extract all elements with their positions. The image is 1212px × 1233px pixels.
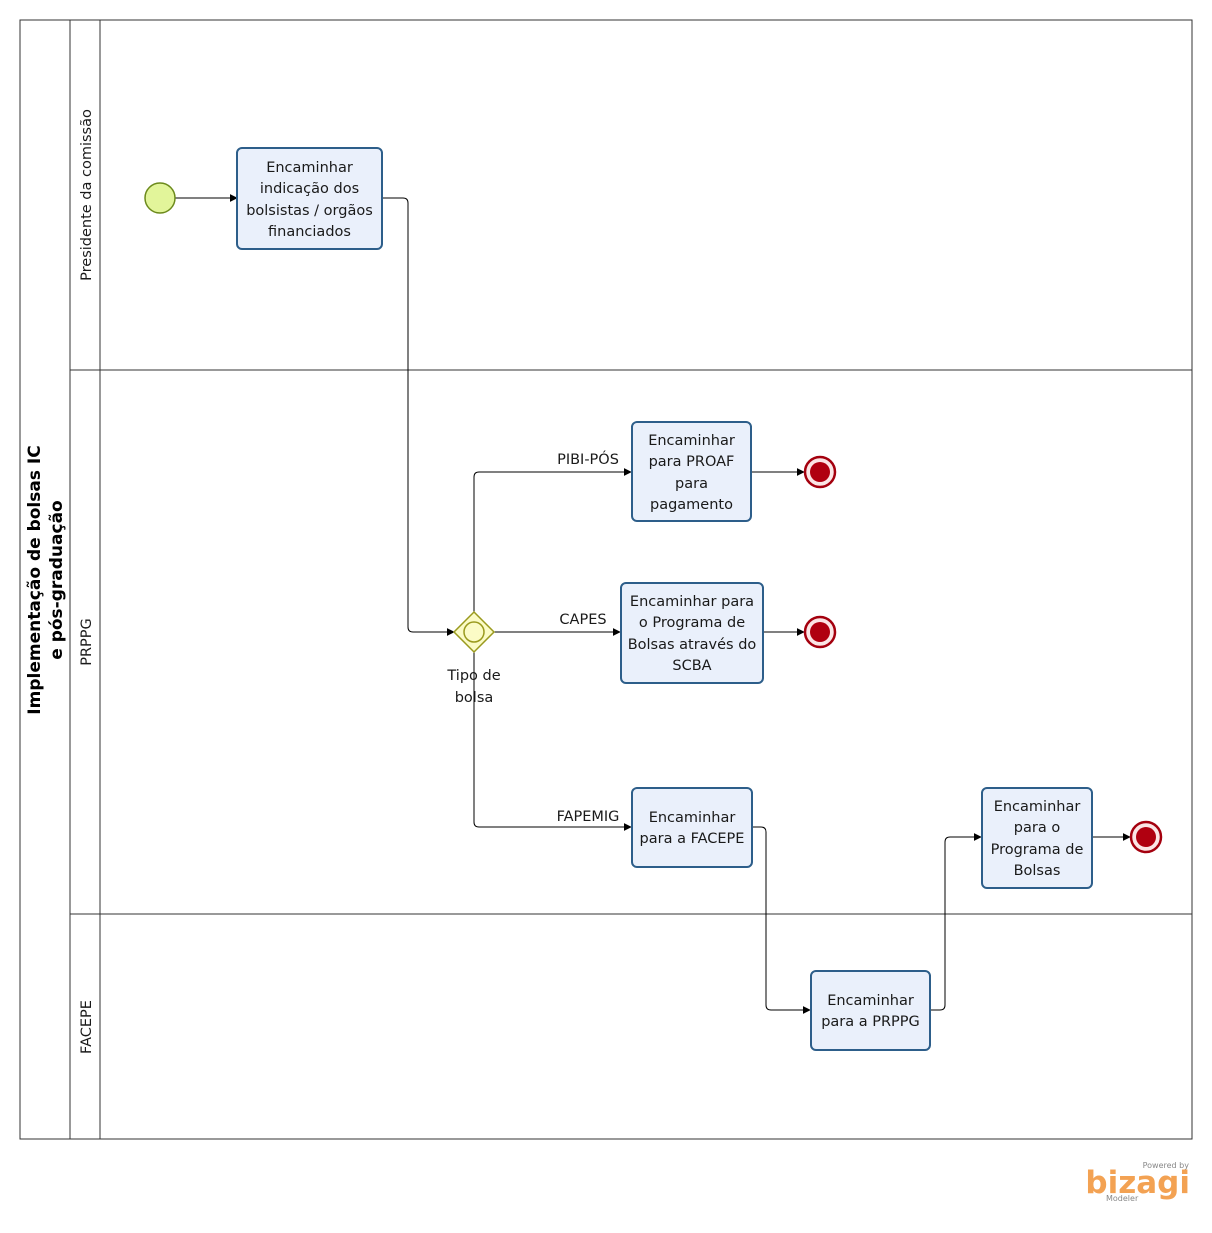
lane-label-prppg: PRPPG — [79, 618, 95, 666]
end-event-programa[interactable] — [1129, 820, 1163, 854]
flow-facepe-to-prppg — [752, 826, 811, 1014]
task-label-line: pagamento — [650, 497, 733, 513]
gateway-label-line2: bolsa — [455, 690, 494, 706]
bizagi-logo: Powered by bizagi Modeler — [1085, 1161, 1190, 1203]
task-label-line: para PROAF — [649, 454, 735, 470]
flow-label-fapemig: FAPEMIG — [557, 809, 620, 825]
lane-label-facepe: FACEPE — [79, 1000, 95, 1054]
task-label-line: Bolsas — [1014, 863, 1061, 879]
task-label-line: para a FACEPE — [640, 831, 745, 847]
task-label-line: Encaminhar — [266, 160, 353, 176]
flow-gateway-to-facepe — [473, 652, 632, 831]
gateway-tipo-de-bolsa[interactable] — [452, 610, 496, 654]
task-encaminhar-prppg[interactable]: Encaminhar para a PRPPG — [810, 970, 931, 1051]
flow-gateway-to-proaf — [473, 468, 632, 612]
logo-brand: bizagi — [1085, 1165, 1190, 1201]
task-label-line: Encaminhar — [649, 810, 736, 826]
gateway-label-line1: Tipo de — [446, 668, 500, 684]
pool-title-line1: Implementação de bolsas IC — [25, 445, 45, 714]
task-encaminhar-indicacao[interactable]: Encaminhar indicação dos bolsistas / org… — [236, 147, 383, 250]
task-label-line: Encaminhar para — [630, 594, 754, 610]
task-encaminhar-proaf[interactable]: Encaminhar para PROAF para pagamento — [631, 421, 752, 522]
flow-prppg-to-programa — [930, 833, 982, 1011]
flow-label-pibi: PIBI-PÓS — [557, 450, 619, 468]
task-label-line: para — [675, 476, 708, 492]
task-label-line: indicação dos — [260, 181, 359, 197]
task-encaminhar-scba[interactable]: Encaminhar para o Programa de Bolsas atr… — [620, 582, 764, 684]
end-event-scba[interactable] — [803, 615, 837, 649]
task-encaminhar-programa[interactable]: Encaminhar para o Programa de Bolsas — [981, 787, 1093, 889]
task-label-line: para o — [1014, 820, 1061, 836]
pool-border — [19, 19, 1193, 1140]
flow-label-capes: CAPES — [559, 612, 606, 628]
pool-title-line2: e pós-graduação — [47, 500, 67, 659]
flow-indicacao-to-gateway — [382, 197, 455, 636]
start-event[interactable] — [144, 182, 176, 214]
task-label-line: Programa de — [991, 842, 1084, 858]
task-label-line: Encaminhar — [994, 799, 1081, 815]
task-label-line: Bolsas através do — [628, 637, 757, 653]
logo-product: Modeler — [1106, 1194, 1139, 1203]
task-encaminhar-facepe[interactable]: Encaminhar para a FACEPE — [631, 787, 753, 868]
logo-powered-by: Powered by — [1143, 1161, 1190, 1170]
end-event-proaf[interactable] — [803, 455, 837, 489]
task-label-line: bolsistas / orgãos — [246, 203, 373, 219]
task-label-line: para a PRPPG — [821, 1014, 920, 1030]
task-label-line: Encaminhar — [827, 993, 914, 1009]
task-label-line: financiados — [268, 224, 351, 240]
task-label-line: SCBA — [672, 658, 711, 674]
task-label-line: Encaminhar — [648, 433, 735, 449]
lane-label-presidente: Presidente da comissão — [79, 109, 95, 281]
task-label-line: o Programa de — [639, 615, 745, 631]
